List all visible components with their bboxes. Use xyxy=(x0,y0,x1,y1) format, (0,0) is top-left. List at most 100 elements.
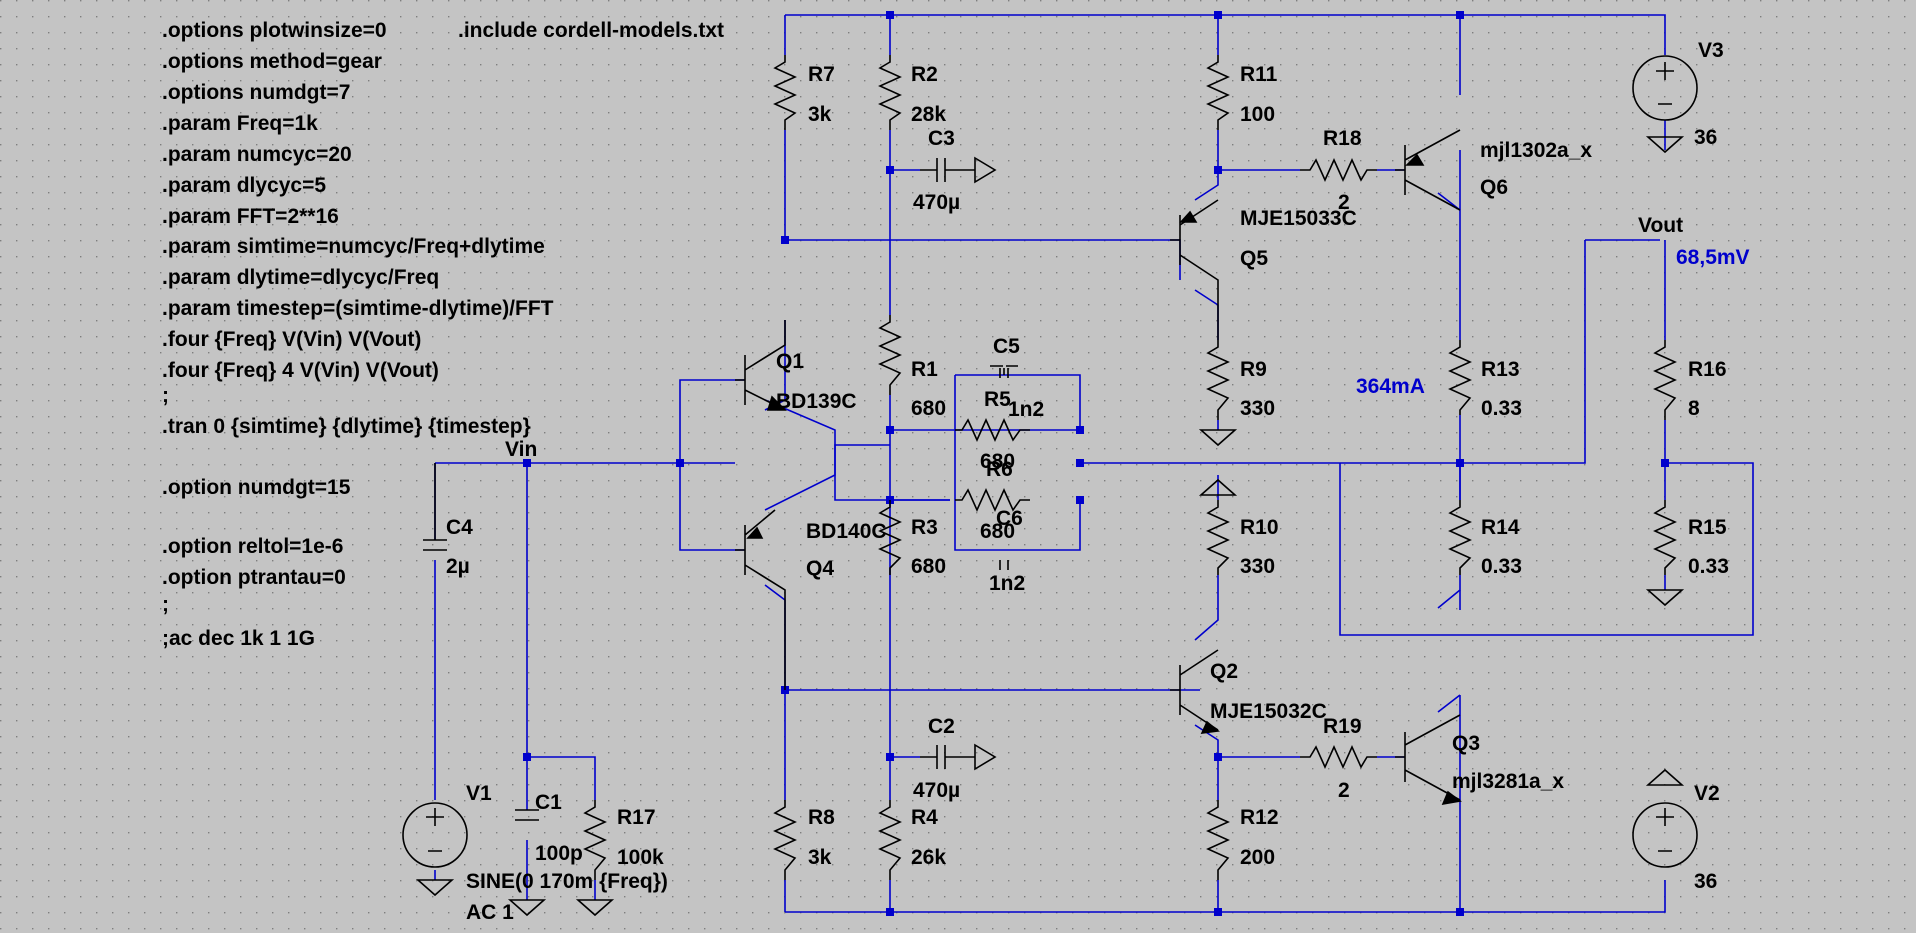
label-C4[interactable]: C4 xyxy=(446,516,473,539)
directive-line[interactable]: .param numcyc=20 xyxy=(162,143,352,166)
resistor-R7 xyxy=(773,55,797,130)
resistor-R18 xyxy=(1300,158,1377,182)
source-V3 xyxy=(1632,55,1698,121)
label-R11[interactable]: R11 xyxy=(1240,63,1278,86)
directive-line[interactable]: .four {Freq} V(Vin) V(Vout) xyxy=(162,328,421,351)
label-R15[interactable]: R15 xyxy=(1688,516,1727,539)
directive-line[interactable]: .options numdgt=7 xyxy=(162,81,350,104)
directive-line[interactable]: .option numdgt=15 xyxy=(162,476,351,499)
label-R6[interactable]: R6 xyxy=(986,458,1013,481)
ground-icon xyxy=(507,899,547,917)
label-R19[interactable]: R19 xyxy=(1323,715,1362,738)
value-V1-ac[interactable]: AC 1 xyxy=(466,901,514,924)
net-label-vout[interactable]: Vout xyxy=(1638,214,1683,237)
directive-line[interactable]: .param simtime=numcyc/Freq+dlytime xyxy=(162,235,545,258)
label-Q1-model[interactable]: BD139C xyxy=(776,390,857,413)
label-Q2[interactable]: Q2 xyxy=(1210,660,1238,683)
directive-line[interactable]: ;ac dec 1k 1 1G xyxy=(162,627,315,650)
label-Q5[interactable]: Q5 xyxy=(1240,247,1268,270)
value-V2[interactable]: 36 xyxy=(1694,870,1717,893)
directive-line[interactable]: .options method=gear xyxy=(162,50,382,73)
label-R1[interactable]: R1 xyxy=(911,358,938,381)
value-R11[interactable]: 100 xyxy=(1240,103,1275,126)
value-C6[interactable]: 1n2 xyxy=(989,572,1025,595)
directive-line[interactable]: .four {Freq} 4 V(Vin) V(Vout) xyxy=(162,359,439,382)
label-R8[interactable]: R8 xyxy=(808,806,835,829)
label-C5[interactable]: C5 xyxy=(993,335,1020,358)
label-R3[interactable]: R3 xyxy=(911,516,938,539)
value-R17[interactable]: 100k xyxy=(617,846,664,869)
value-R13[interactable]: 0.33 xyxy=(1481,397,1522,420)
label-Q6[interactable]: Q6 xyxy=(1480,176,1508,199)
label-R2[interactable]: R2 xyxy=(911,63,938,86)
value-R3[interactable]: 680 xyxy=(911,555,946,578)
value-R10[interactable]: 330 xyxy=(1240,555,1275,578)
value-R1[interactable]: 680 xyxy=(911,397,946,420)
label-Q3[interactable]: Q3 xyxy=(1452,732,1480,755)
directive-line[interactable]: .tran 0 {simtime} {dlytime} {timestep} xyxy=(162,415,531,438)
value-R6[interactable]: 680 xyxy=(980,520,1015,543)
label-V2[interactable]: V2 xyxy=(1694,782,1720,805)
source-V1 xyxy=(402,802,468,868)
label-R18[interactable]: R18 xyxy=(1323,127,1362,150)
directive-line[interactable]: ; xyxy=(162,593,169,616)
directive-line[interactable]: .param dlytime=dlycyc/Freq xyxy=(162,266,439,289)
label-Q6-model[interactable]: mjl1302a_x xyxy=(1480,139,1592,162)
directive-line[interactable]: .param Freq=1k xyxy=(162,112,318,135)
value-R16[interactable]: 8 xyxy=(1688,397,1700,420)
value-C1[interactable]: 100p xyxy=(535,842,583,865)
value-R2[interactable]: 28k xyxy=(911,103,946,126)
label-R16[interactable]: R16 xyxy=(1688,358,1727,381)
label-Q1[interactable]: Q1 xyxy=(776,350,804,373)
value-C5[interactable]: 1n2 xyxy=(1008,398,1044,421)
value-R7[interactable]: 3k xyxy=(808,103,832,126)
value-R18[interactable]: 2 xyxy=(1338,191,1350,214)
value-R4[interactable]: 26k xyxy=(911,846,946,869)
capacitor-C5 xyxy=(990,365,1018,378)
value-R8[interactable]: 3k xyxy=(808,846,832,869)
directive-line[interactable]: .param FFT=2**16 xyxy=(162,205,339,228)
capacitor-C2 xyxy=(920,743,997,771)
label-R9[interactable]: R9 xyxy=(1240,358,1267,381)
directive-line[interactable]: .option reltol=1e-6 xyxy=(162,535,343,558)
label-R14[interactable]: R14 xyxy=(1481,516,1520,539)
value-V1[interactable]: SINE(0 170m {Freq}) xyxy=(466,870,668,893)
label-Q4-model[interactable]: BD140C xyxy=(806,520,887,543)
value-R14[interactable]: 0.33 xyxy=(1481,555,1522,578)
label-V1[interactable]: V1 xyxy=(466,782,492,805)
value-C4[interactable]: 2µ xyxy=(446,555,470,578)
label-Q4[interactable]: Q4 xyxy=(806,557,834,580)
label-R13[interactable]: R13 xyxy=(1481,358,1520,381)
label-Q5-model[interactable]: MJE15033C xyxy=(1240,207,1357,230)
directive-line[interactable]: .options plotwinsize=0 xyxy=(162,19,387,42)
value-R15[interactable]: 0.33 xyxy=(1688,555,1729,578)
label-C2[interactable]: C2 xyxy=(928,715,955,738)
value-R19[interactable]: 2 xyxy=(1338,779,1350,802)
label-R7[interactable]: R7 xyxy=(808,63,835,86)
net-label-vin[interactable]: Vin xyxy=(505,438,537,461)
directive-line[interactable]: .param dlycyc=5 xyxy=(162,174,326,197)
value-R12[interactable]: 200 xyxy=(1240,846,1275,869)
label-C6[interactable]: C6 xyxy=(996,507,1023,530)
label-Q2-model[interactable]: MJE15032C xyxy=(1210,700,1327,723)
directive-line[interactable]: ; xyxy=(162,384,169,407)
label-V3[interactable]: V3 xyxy=(1698,39,1724,62)
directive-line[interactable]: .option ptrantau=0 xyxy=(162,566,346,589)
value-C3[interactable]: 470µ xyxy=(913,191,960,214)
label-C1[interactable]: C1 xyxy=(535,791,562,814)
label-R12[interactable]: R12 xyxy=(1240,806,1279,829)
label-Q3-model[interactable]: mjl3281a_x xyxy=(1452,770,1564,793)
value-R5[interactable]: 680 xyxy=(980,450,1015,473)
directive-line[interactable]: .param timestep=(simtime-dlytime)/FFT xyxy=(162,297,554,320)
value-C2[interactable]: 470µ xyxy=(913,779,960,802)
label-R4[interactable]: R4 xyxy=(911,806,938,829)
label-C3[interactable]: C3 xyxy=(928,127,955,150)
value-V3[interactable]: 36 xyxy=(1694,126,1717,149)
label-R17[interactable]: R17 xyxy=(617,806,656,829)
voltage-sources xyxy=(402,55,1698,868)
label-R5[interactable]: R5 xyxy=(984,388,1011,411)
value-R9[interactable]: 330 xyxy=(1240,397,1275,420)
include-directive[interactable]: .include cordell-models.txt xyxy=(458,19,724,42)
label-R10[interactable]: R10 xyxy=(1240,516,1279,539)
